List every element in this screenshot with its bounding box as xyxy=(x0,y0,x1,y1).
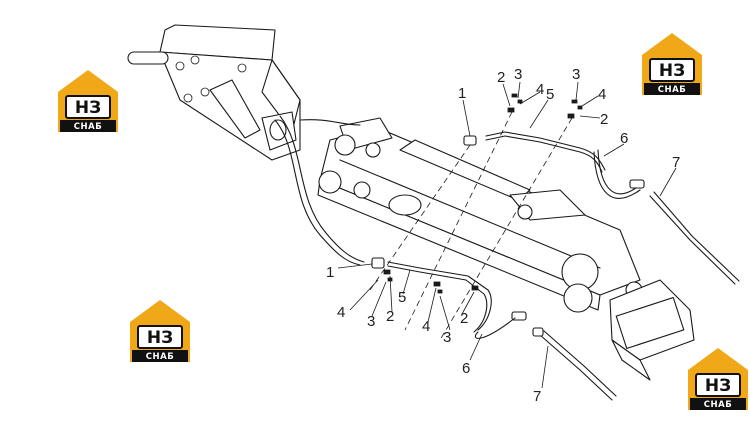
callout-3-bottom-b: 3 xyxy=(443,329,451,346)
callout-3-top-a: 3 xyxy=(514,66,522,83)
watermark-logo-1: НЗ СНАБ xyxy=(57,69,119,133)
leader-lines xyxy=(337,81,677,389)
logo-sub-text: СНАБ xyxy=(146,352,174,362)
callout-7-bottom: 7 xyxy=(533,388,541,405)
watermark-logo-3: НЗ СНАБ xyxy=(129,299,191,363)
callout-1-bottom: 1 xyxy=(326,264,334,281)
callout-5-bottom: 5 xyxy=(398,289,406,306)
callout-6-bottom: 6 xyxy=(462,360,470,377)
watermark-logo-4: НЗ СНАБ xyxy=(687,347,749,411)
callout-4-bottom-b: 4 xyxy=(422,318,430,335)
logo-sub-text: СНАБ xyxy=(74,122,102,132)
upper-hose-set xyxy=(369,93,740,341)
logo-main-text: НЗ xyxy=(659,61,685,81)
callout-2-bottom-b: 2 xyxy=(460,310,468,327)
callout-1-top: 1 xyxy=(458,85,466,102)
logo-main-text: НЗ xyxy=(75,98,101,118)
callout-2-top-b: 2 xyxy=(600,111,608,128)
callout-4-bottom-a: 4 xyxy=(337,304,345,321)
logo-main-text: НЗ xyxy=(147,328,173,348)
logo-sub-text: СНАБ xyxy=(658,85,686,95)
callout-3-bottom-a: 3 xyxy=(367,313,375,330)
callout-2-top-a: 2 xyxy=(497,69,505,86)
cylinder xyxy=(334,117,586,221)
callout-3-top-b: 3 xyxy=(572,66,580,83)
callout-7-top: 7 xyxy=(672,154,680,171)
fitting-1-upper xyxy=(463,135,477,146)
callout-4-top-a: 4 xyxy=(536,81,544,98)
fitting-1-lower xyxy=(371,257,385,269)
logo-sub-text: СНАБ xyxy=(704,400,732,410)
callout-5-top: 5 xyxy=(546,86,554,103)
callout-6-top: 6 xyxy=(620,130,628,147)
logo-main-text: НЗ xyxy=(705,376,731,396)
boom-assembly xyxy=(127,24,695,381)
watermark-logo-2: НЗ СНАБ xyxy=(641,32,703,96)
callout-4-top-b: 4 xyxy=(598,86,606,103)
callouts-bottom: 1 4 3 2 5 4 2 3 6 7 xyxy=(326,264,541,405)
callout-2-bottom-a: 2 xyxy=(386,308,394,325)
arm-body xyxy=(317,127,695,381)
callouts-top: 1 2 3 4 5 3 4 2 6 7 xyxy=(458,66,680,171)
attachment-head xyxy=(127,24,301,161)
